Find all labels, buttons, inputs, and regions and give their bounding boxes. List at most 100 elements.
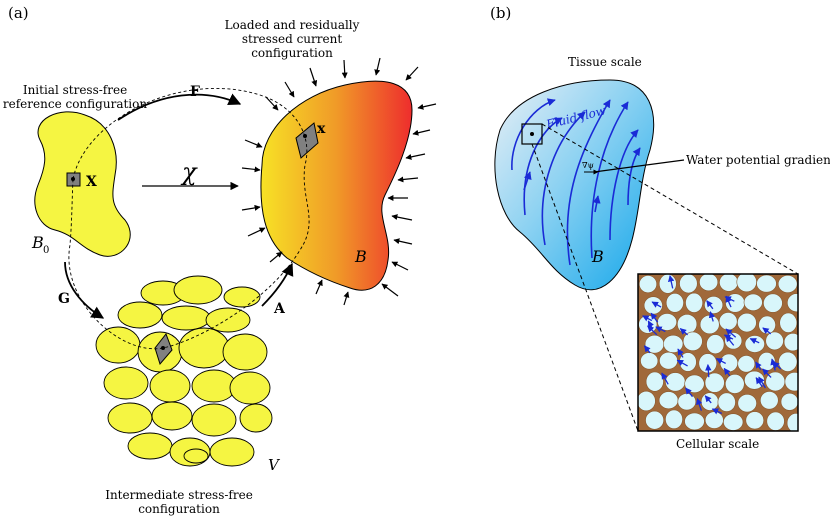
current-body xyxy=(260,80,413,291)
tissue-scale-label: Tissue scale xyxy=(568,55,642,69)
panel-b-label: (b) xyxy=(490,4,511,22)
intermediate-caption-1: Intermediate stress-free xyxy=(105,488,253,502)
cell-flow-arrow xyxy=(696,397,703,411)
cell-flow-arrow xyxy=(706,300,714,310)
cell-flow-arrow xyxy=(749,338,760,345)
cell xyxy=(717,392,736,412)
cell xyxy=(744,335,765,353)
cell xyxy=(718,312,738,331)
point-X-label: X xyxy=(86,174,97,190)
cell xyxy=(777,274,798,293)
tissue-body-label: B xyxy=(591,247,604,266)
cell xyxy=(737,355,756,373)
cell-flow-arrow xyxy=(762,327,772,335)
cell xyxy=(665,409,683,429)
cell xyxy=(743,293,763,311)
cell xyxy=(786,413,798,431)
intermediate-caption-2: configuration xyxy=(138,502,220,516)
current-element xyxy=(295,122,319,159)
cell xyxy=(677,393,697,411)
zoom-line-left xyxy=(531,143,639,432)
cell xyxy=(659,351,678,370)
current-caption-2: stressed current xyxy=(242,32,342,46)
cell-flow-arrow xyxy=(708,311,716,322)
cell-flow-arrow xyxy=(642,315,653,322)
water-potential-label: Water potential gradient xyxy=(686,153,830,167)
cell-flow-arrow xyxy=(661,372,669,385)
cell xyxy=(723,413,744,431)
cell xyxy=(658,274,677,294)
cell-flow-arrow xyxy=(723,367,731,377)
cell xyxy=(766,411,785,431)
cellular-inset-frame xyxy=(637,273,799,432)
cell xyxy=(736,274,757,293)
cellular-scale-label: Cellular scale xyxy=(676,437,759,451)
cell xyxy=(780,392,798,411)
cell-flow-arrow xyxy=(647,320,654,330)
cell xyxy=(706,334,725,355)
panel-b: (b) Tissue scale Fluid flow B ∇ψ Water p… xyxy=(490,4,830,451)
reference-body xyxy=(34,111,131,257)
map-A-label: A xyxy=(273,301,286,317)
cell-flow-arrow xyxy=(755,361,762,371)
cell-flow-arrow xyxy=(704,395,712,404)
intermediate-point xyxy=(161,346,165,350)
reference-caption-1: Initial stress-free xyxy=(23,83,127,97)
cell xyxy=(699,314,720,335)
cell xyxy=(676,314,698,335)
cell xyxy=(704,411,724,429)
cell xyxy=(657,313,678,331)
cell xyxy=(699,274,719,292)
cell-flow-arrow xyxy=(667,275,675,289)
cell xyxy=(665,372,686,392)
cell-flow-arrow xyxy=(715,357,727,365)
cell xyxy=(658,391,679,410)
cell-flow-arrow xyxy=(676,359,688,367)
map-A-arrow xyxy=(261,262,294,307)
load-arrows xyxy=(241,57,437,306)
cell xyxy=(665,292,684,313)
cell xyxy=(685,292,704,313)
panel-a: (a) X B 0 Initial stress-free reference … xyxy=(3,4,437,516)
cell xyxy=(704,295,724,314)
cell xyxy=(638,390,656,412)
body-int-label: V xyxy=(268,456,281,474)
cell xyxy=(719,353,739,373)
cell xyxy=(663,334,684,353)
cell-flow-arrow xyxy=(643,345,651,354)
cell xyxy=(725,293,746,313)
cell xyxy=(745,411,765,430)
cell xyxy=(756,274,777,293)
cell xyxy=(684,412,705,431)
material-line xyxy=(68,87,310,350)
cell-flow-arrow xyxy=(762,368,772,378)
map-F-label: F xyxy=(190,84,200,100)
cell xyxy=(759,391,779,410)
cell-flow-arrow xyxy=(772,361,782,370)
water-potential-pointer xyxy=(593,159,685,173)
current-caption-1: Loaded and residually xyxy=(225,18,360,32)
cell xyxy=(679,274,698,294)
cell xyxy=(645,371,664,392)
cellular-inset xyxy=(637,273,799,432)
map-G-arrow xyxy=(64,261,105,319)
cell xyxy=(638,275,657,294)
cell xyxy=(765,331,784,351)
body-cur-label: B xyxy=(354,247,367,266)
cell xyxy=(783,333,798,352)
map-F-arrow xyxy=(117,93,242,121)
cell-flow-arrow xyxy=(758,376,766,389)
cell-flow-arrow xyxy=(679,328,689,336)
cells xyxy=(638,274,798,431)
cell-flow-arrow xyxy=(655,326,666,333)
cell xyxy=(682,331,703,351)
cell-flow-arrow xyxy=(677,348,684,358)
cell xyxy=(645,410,665,430)
cell xyxy=(724,373,745,394)
cell xyxy=(787,293,798,313)
map-G-label: G xyxy=(58,291,70,307)
cell-flow-arrow xyxy=(725,295,732,308)
current-caption-3: configuration xyxy=(251,46,333,60)
fluid-flow-lines xyxy=(511,98,641,266)
zoom-line-right xyxy=(541,123,799,275)
